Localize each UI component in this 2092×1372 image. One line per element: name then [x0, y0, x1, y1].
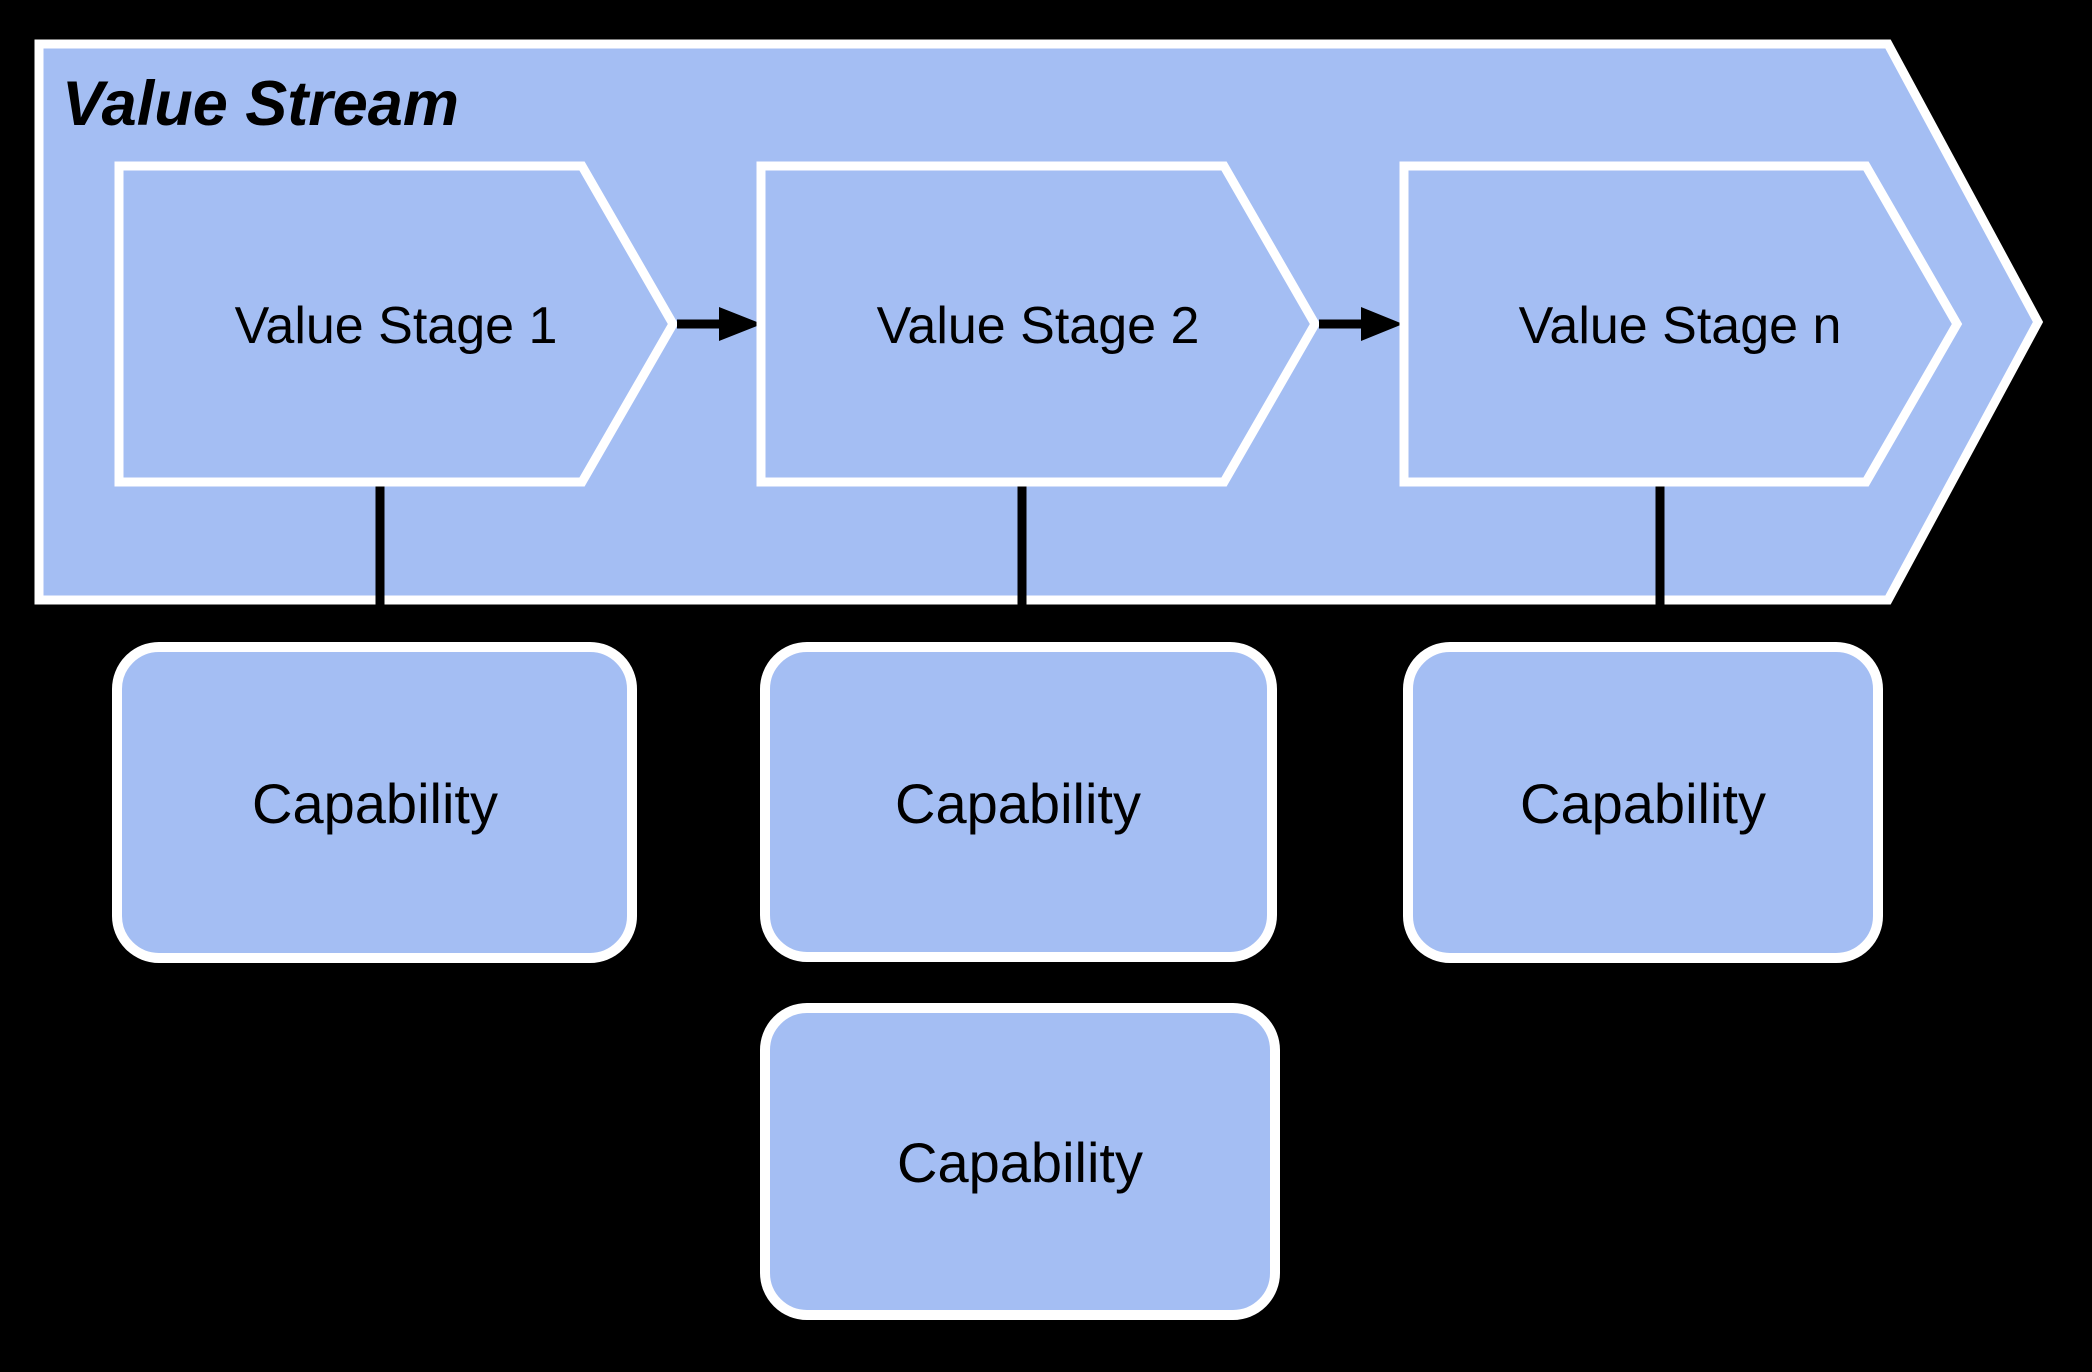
capability-label-stage2-lower: Capability — [897, 1131, 1143, 1194]
value-stage-2-label: Value Stage 2 — [877, 297, 1200, 355]
capability-box-stagen — [1403, 642, 1883, 963]
value-stage-n-shape — [1399, 161, 1963, 487]
value-stage-1-shape — [114, 161, 679, 487]
arrow-stage2-to-stagen-head-icon — [1361, 307, 1403, 341]
capability-box-stage1 — [112, 642, 637, 963]
arrow-stage1-to-stage2-head-icon — [719, 307, 762, 341]
capability-label-stage2-upper: Capability — [895, 772, 1141, 835]
value-stage-1-label: Value Stage 1 — [235, 297, 558, 355]
capability-box-stage2-lower — [760, 1003, 1280, 1320]
capability-label-stagen: Capability — [1520, 772, 1766, 835]
value-stage-2-shape — [756, 161, 1321, 487]
value-stage-n-label: Value Stage n — [1519, 297, 1842, 355]
capability-label-stage1: Capability — [252, 772, 498, 835]
capability-box-stage2-upper — [760, 642, 1277, 962]
value-stream-title: Value Stream — [62, 69, 459, 139]
